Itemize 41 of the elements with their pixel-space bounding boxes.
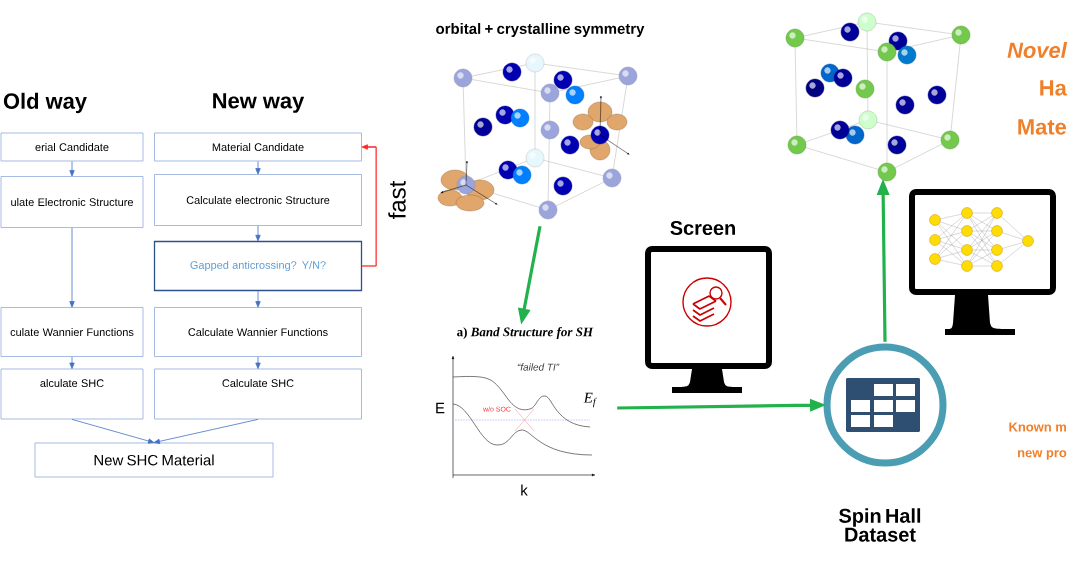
dataset-icon xyxy=(823,343,947,467)
crystal-drawing xyxy=(785,12,971,182)
process-box: Calculate electronic Structure xyxy=(154,174,362,226)
process-box: New SHC Material xyxy=(34,442,274,478)
arrow xyxy=(69,356,75,369)
process-box: Gapped anticrossing? Y/N? xyxy=(153,240,363,292)
process-box: culate Wannier Functions xyxy=(0,307,144,357)
note: Known m xyxy=(1009,422,1066,432)
arrow xyxy=(69,161,75,177)
crystal-drawing xyxy=(437,53,638,220)
arrow xyxy=(517,224,542,322)
band-structure-drawing xyxy=(451,355,596,479)
heading: Novel xyxy=(1007,41,1068,59)
arrow xyxy=(255,161,261,175)
arrow xyxy=(615,399,824,412)
arrow xyxy=(255,356,261,369)
arrow xyxy=(71,419,155,444)
process-box: erial Candidate xyxy=(0,132,144,162)
axis-label: E$_{f}$ xyxy=(583,392,597,408)
process-box: Calculate SHC xyxy=(154,368,362,420)
heading: Ha xyxy=(1040,80,1067,96)
process-box: alculate SHC xyxy=(0,368,144,420)
arrow xyxy=(255,290,261,308)
arrow xyxy=(877,181,890,344)
arrow xyxy=(361,144,377,267)
arrow xyxy=(69,227,75,308)
note: new pro xyxy=(1018,450,1067,460)
arrow xyxy=(255,225,261,242)
chart-note: “failed TI” xyxy=(517,363,560,371)
heading: Old way xyxy=(3,92,87,114)
heading: orbital + crystalline symmetry xyxy=(436,23,645,37)
heading: Mate xyxy=(1018,119,1067,135)
process-box: ulate Electronic Structure xyxy=(0,176,144,228)
heading: a) Band Structure for SH xyxy=(457,327,594,339)
heading: Spin Hall Dataset xyxy=(839,508,921,542)
process-box: Material Candidate xyxy=(154,132,362,162)
arrow xyxy=(153,419,259,444)
edge-label: fast xyxy=(387,179,407,221)
heading: New way xyxy=(213,93,305,113)
heading: Screen xyxy=(670,220,735,236)
process-box: Calculate Wannier Functions xyxy=(154,307,362,357)
